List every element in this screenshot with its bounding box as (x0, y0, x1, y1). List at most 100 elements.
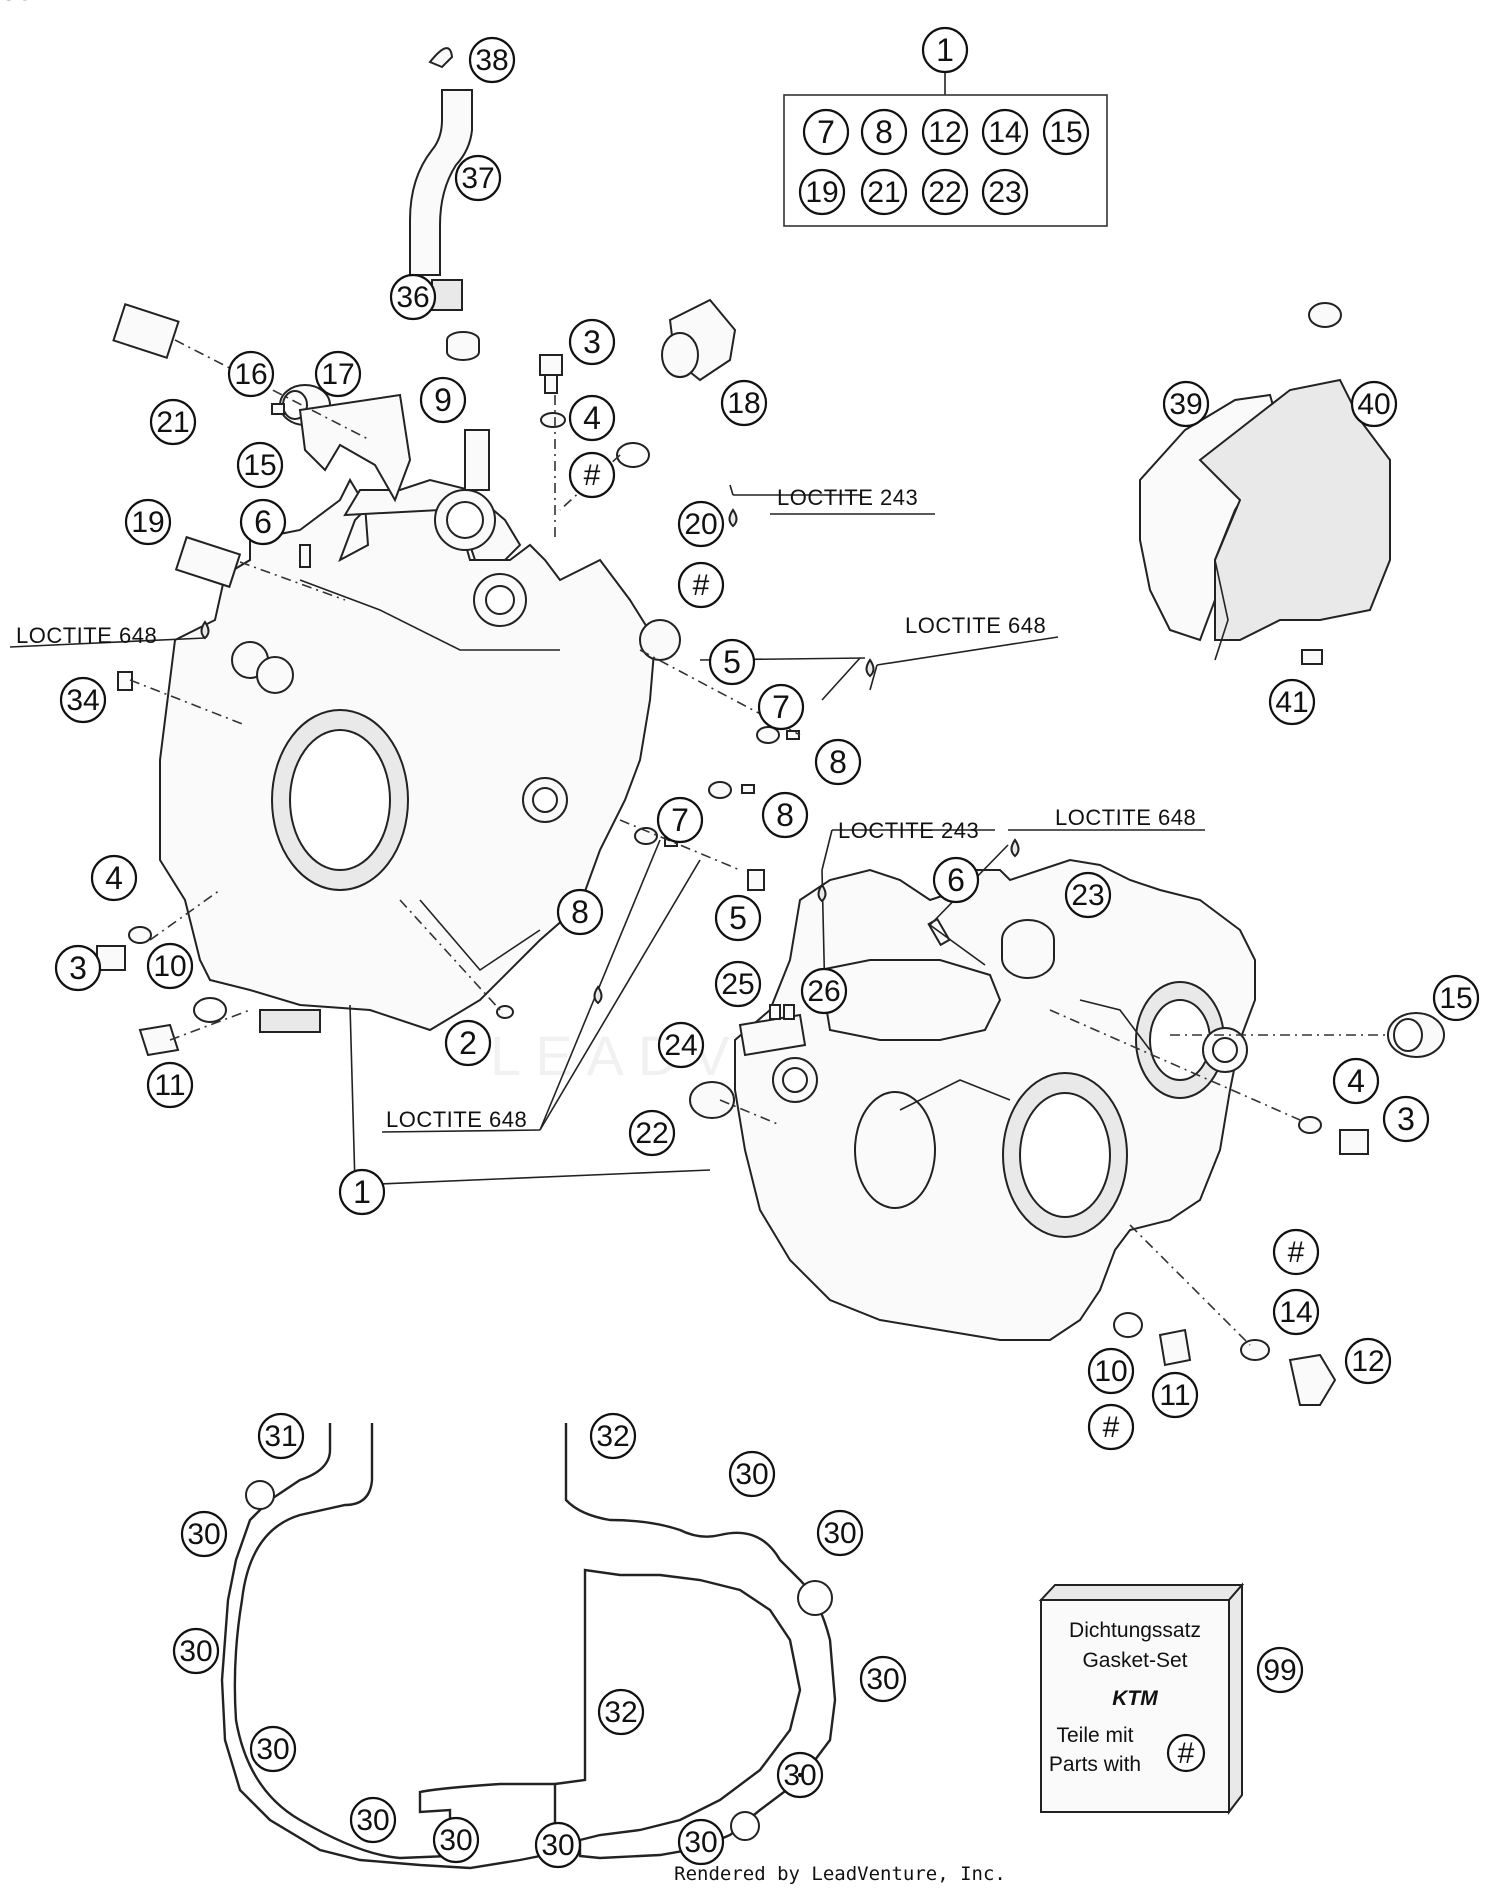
callout-number: 6 (947, 862, 965, 898)
gasket-box-line2: Gasket-Set (1082, 1649, 1187, 1672)
gasket-set-box: Dichtungssatz Gasket-Set KTM Teile mit P… (1038, 1582, 1245, 1815)
callout-number: 30 (541, 1829, 574, 1862)
gasket-box-symbol: # (1178, 1737, 1195, 1770)
callout-kit-14: 14 (981, 108, 1029, 156)
callout-30-i: 30 (432, 1816, 480, 1864)
callout-number: 15 (1439, 982, 1472, 1015)
callout-number: 16 (234, 358, 267, 391)
callout-34: 34 (59, 676, 107, 724)
callout-number: 3 (1397, 1101, 1415, 1137)
left-half-small-parts (96, 298, 800, 1057)
callout-number: 31 (264, 1420, 297, 1453)
callout-number: 3 (69, 950, 87, 986)
callout-30-h: 30 (349, 1796, 397, 1844)
callout-number: 30 (823, 1517, 856, 1550)
callout-number: 11 (1159, 1379, 1190, 1412)
callout-number: 41 (1275, 686, 1308, 719)
breather-hose (409, 47, 480, 361)
callout-30-k: 30 (677, 1818, 725, 1866)
callout-2: 2 (444, 1019, 492, 1067)
loctite-243-mid: LOCTITE 243 (838, 818, 979, 843)
callout-number: 38 (475, 44, 508, 77)
callout-number: 3 (583, 324, 601, 360)
loctite-243-top: LOCTITE 243 (777, 485, 918, 510)
callout-30-l: 30 (0, 0, 803, 1778)
callout-kit-22: 22 (921, 168, 969, 216)
callout-11-left: 11 (146, 1061, 194, 1109)
callout-number: 30 (866, 1663, 899, 1696)
callout-5-low: 5 (714, 894, 762, 942)
callout-number: 18 (727, 387, 760, 420)
callout-number: 99 (1263, 1654, 1296, 1687)
callout-3-right: 3 (1382, 1095, 1430, 1143)
callout-30-e: 30 (859, 1655, 907, 1703)
callout-number: 4 (1347, 1063, 1365, 1099)
callout-38: 38 (468, 36, 516, 84)
loctite-648-mid: LOCTITE 648 (1055, 805, 1196, 830)
callout-number: 30 (439, 1824, 472, 1857)
callout-number: 19 (805, 176, 838, 209)
callout-kit-7: 7 (802, 108, 850, 156)
callout-3-top: 3 (568, 318, 616, 366)
callout-5-top: 5 (708, 638, 756, 686)
callout-hash-10: # (1087, 1403, 1135, 1451)
callout-number: 7 (671, 802, 689, 838)
gasket-left (220, 1423, 557, 1870)
loctite-648-bottom: LOCTITE 648 (386, 1107, 527, 1132)
callout-kit-19: 19 (798, 168, 846, 216)
callout-36: 36 (389, 273, 437, 321)
callout-8-mid: 8 (761, 791, 809, 839)
callout-41: 41 (1268, 678, 1316, 726)
callout-30-c: 30 (816, 1509, 864, 1557)
callout-number: 1 (353, 1174, 371, 1210)
callout-37: 37 (454, 154, 502, 202)
callout-30-b: 30 (728, 1450, 776, 1498)
callout-number: 11 (154, 1069, 185, 1102)
callout-number: 2 (459, 1025, 477, 1061)
footer-credit: Rendered by LeadVenture, Inc. (674, 1863, 1006, 1885)
loctite-labels: LOCTITE 243 LOCTITE 648 LOCTITE 648 LOCT… (16, 485, 1196, 1132)
callout-number: 21 (156, 406, 189, 439)
callout-21: 21 (149, 398, 197, 446)
callout-4-top: 4 (568, 394, 616, 442)
callout-number: 1 (936, 32, 954, 68)
loctite-drops (200, 508, 1020, 1005)
left-crankcase-half (159, 477, 681, 1033)
callout-number: 8 (571, 894, 589, 930)
callout-kit-23: 23 (981, 168, 1029, 216)
gasket-box-line1: Dichtungssatz (1069, 1619, 1201, 1642)
callout-kit-21: 21 (860, 168, 908, 216)
callout-number: # (1288, 1236, 1305, 1269)
callout-number: 23 (1071, 879, 1104, 912)
callout-number: 30 (179, 1635, 212, 1668)
callout-31: 31 (257, 1412, 305, 1460)
callout-number: 5 (723, 644, 741, 680)
callout-12: 12 (1344, 1337, 1392, 1385)
callout-number: 20 (684, 508, 717, 541)
gasket-box-line4: Parts with (1049, 1753, 1141, 1776)
callout-number: 9 (434, 382, 452, 418)
callout-number: 4 (105, 860, 123, 896)
callout-number: 12 (928, 116, 961, 149)
callout-3-left: 3 (54, 944, 102, 992)
callout-17: 17 (314, 350, 362, 398)
callout-number: 8 (875, 114, 893, 150)
callout-15-left: 15 (236, 441, 284, 489)
callout-number: 39 (1169, 388, 1202, 421)
callout-number: 22 (635, 1117, 668, 1150)
gasket-right (554, 1423, 837, 1860)
callout-8-top: 8 (814, 738, 862, 786)
callout-15-right: 15 (1432, 974, 1480, 1022)
callout-30-f: 30 (249, 1725, 297, 1773)
callout-16: 16 (227, 350, 275, 398)
right-half-small-parts (689, 917, 1445, 1406)
callout-1-main: 1 (338, 1168, 386, 1216)
callout-6-right: 6 (932, 856, 980, 904)
callout-number: 30 (735, 1458, 768, 1491)
callout-30-j: 30 (534, 1821, 582, 1869)
callout-18: 18 (720, 379, 768, 427)
callout-hash-right: # (1272, 1228, 1320, 1276)
callout-hash-20: # (677, 561, 725, 609)
callout-kit-head: 1 (921, 26, 969, 74)
